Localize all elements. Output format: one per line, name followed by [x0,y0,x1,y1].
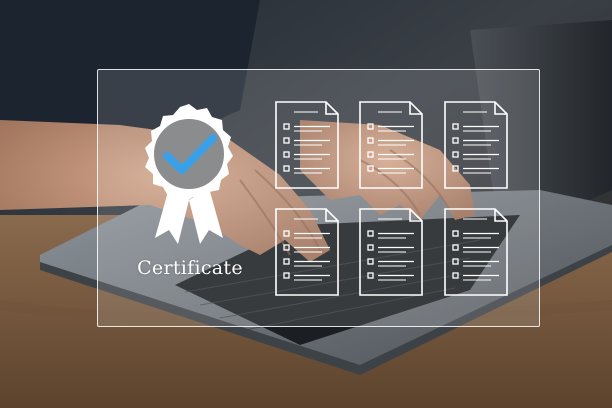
award-ribbon-check-icon [129,100,249,250]
checklist-document-icon [358,100,424,190]
checklist-document-icon [274,207,340,297]
checklist-document-icon [274,100,340,190]
checklist-document-icon [443,100,509,190]
checklist-document-icon [358,207,424,297]
certificate-label: Certificate [137,257,243,279]
checklist-document-icon [443,207,509,297]
